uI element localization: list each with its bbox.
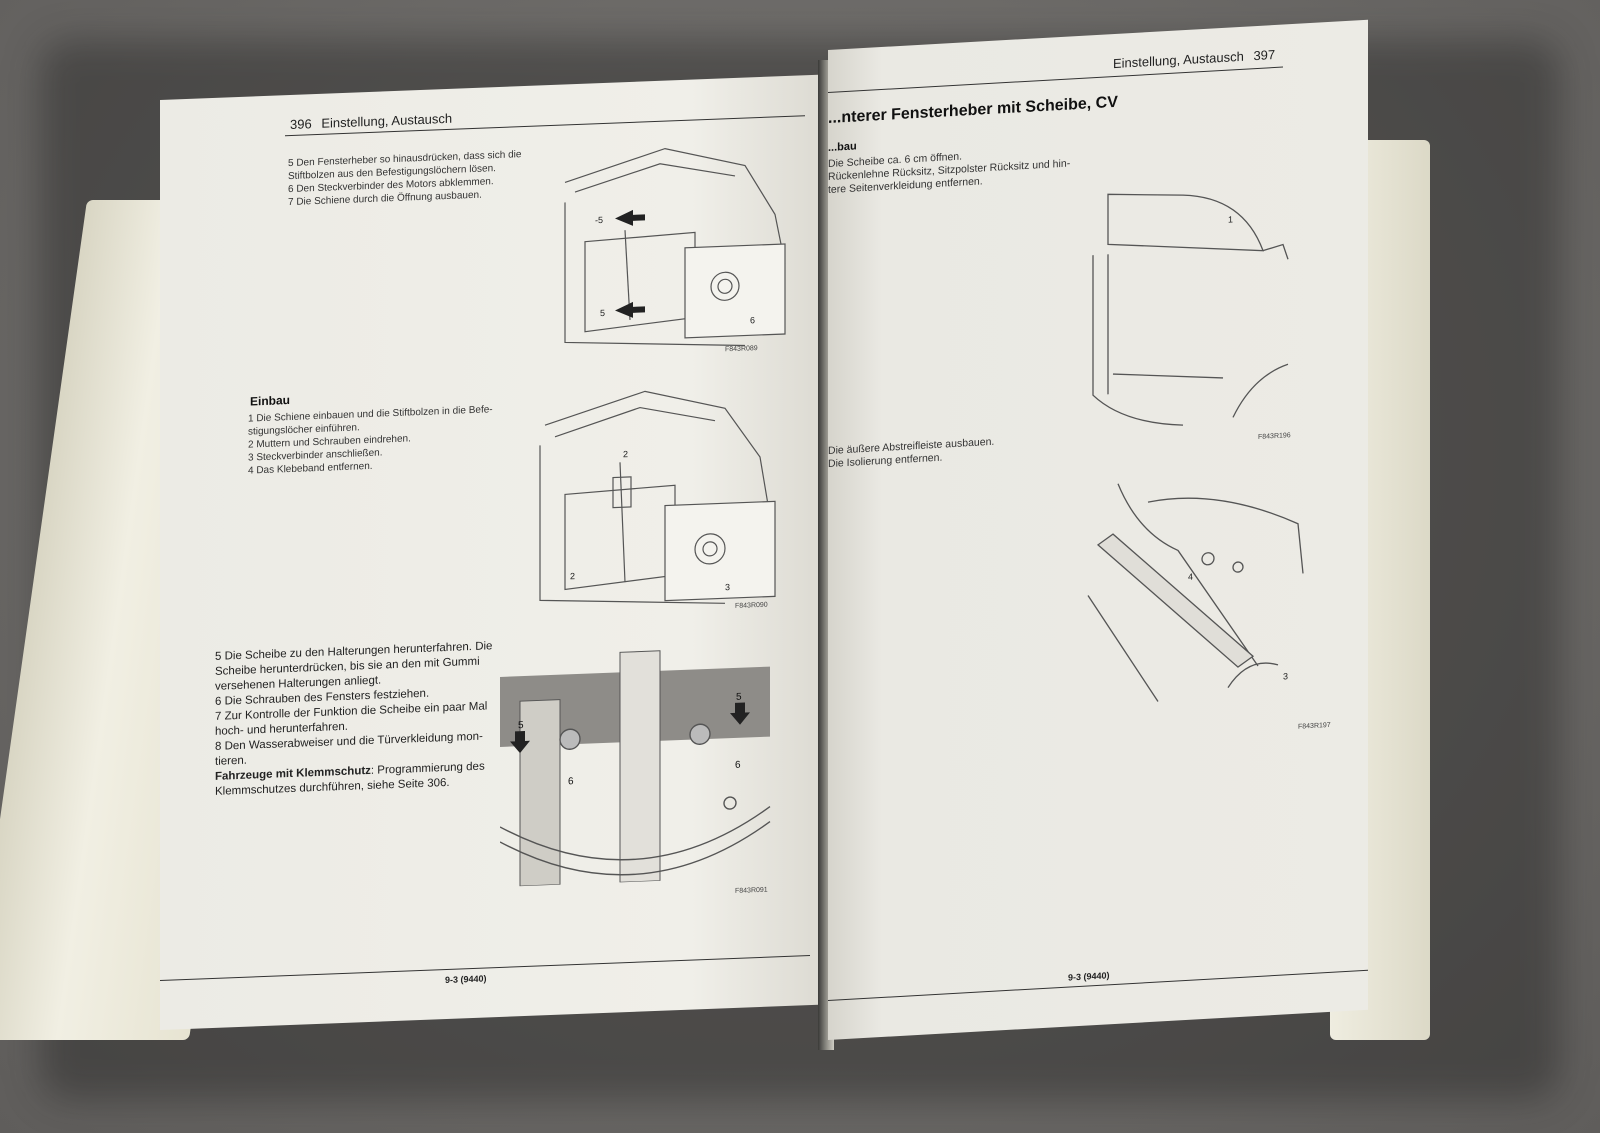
right-page: Einstellung, Austausch 397 ...nterer Fen… [828, 19, 1368, 1040]
figure-code: F843R197 [1298, 721, 1331, 731]
callout-label: -5 [595, 215, 603, 225]
right-steps: Die Scheibe ca. 6 cm öffnen. Rückenlehne… [828, 144, 1070, 197]
callout-label: 4 [1188, 572, 1193, 582]
left-page-number: 396 [290, 116, 312, 133]
left-page-footer: 9-3 (9440) [445, 973, 487, 986]
right-page-title: ...nterer Fensterheber mit Scheibe, CV [828, 93, 1118, 127]
figure-code: F843R091 [735, 886, 768, 895]
callout-label: 5 [600, 308, 605, 318]
left-page-section-title: Einstellung, Austausch [321, 110, 453, 131]
callout-label: 3 [1283, 671, 1288, 681]
door-figure-1: -5 5 6 [564, 147, 786, 347]
callout-label: 5 [736, 692, 742, 703]
arrow-5-lower [615, 301, 645, 318]
right-header-rule [828, 66, 1283, 93]
callout-label: 2 [623, 449, 628, 459]
figure-code: F843R090 [735, 601, 768, 610]
door-figure-right-2: 4 3 [1087, 483, 1304, 702]
callout-label: 5 [518, 720, 524, 731]
right-page-number: 397 [1253, 47, 1276, 64]
steps-bottom: 5 Die Scheibe zu den Halterungen herunte… [215, 639, 492, 800]
door-figure-right-1: 1 [1092, 193, 1289, 426]
klemmschutz-text: : Programmierung des [370, 760, 485, 777]
einbau-steps: 1 Die Schiene einbauen und die Stiftbolz… [248, 403, 493, 477]
left-page: 396 Einstellung, Austausch 5 Den Fenster… [160, 74, 825, 1031]
einbau-heading: Einbau [250, 393, 291, 409]
left-steps-top: 5 Den Fensterheber so hinausdrücken, das… [288, 148, 521, 209]
door-figure-2: 2 2 3 [539, 390, 776, 604]
callout-label: 2 [570, 571, 575, 581]
right-page-footer: 9-3 (9440) [1068, 970, 1110, 983]
right-steps-2: Die äußere Abstreifleiste ausbauen. Die … [828, 436, 994, 471]
right-page-section-title: Einstellung, Austausch [1113, 48, 1244, 72]
figure-code: F843R196 [1258, 432, 1291, 441]
callout-label: 1 [1228, 214, 1233, 224]
arrow-5-left [510, 730, 530, 754]
callout-label: 3 [725, 582, 730, 592]
callout-label: 6 [735, 760, 741, 771]
arrow-5-upper [615, 209, 645, 226]
figure-code: F843R089 [725, 345, 758, 354]
right-subheading: ...bau [828, 140, 857, 154]
door-figure-3: 5 5 6 6 [500, 650, 771, 887]
callout-label: 6 [568, 776, 574, 787]
callout-label: 6 [750, 315, 755, 325]
arrow-5-right [730, 702, 750, 725]
